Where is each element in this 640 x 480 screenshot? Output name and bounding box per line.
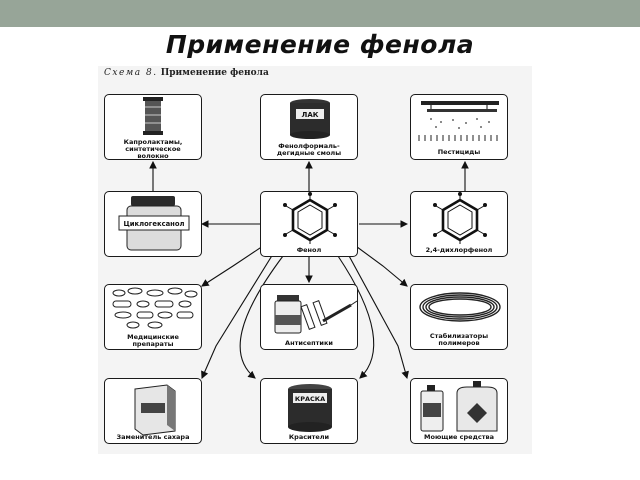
sugar-box-icon [134,384,176,436]
box-antiseptics: Антисептики [260,284,358,350]
detergent-bottles-icon [420,381,498,432]
pesticides-label: Пестициды [437,148,481,156]
cyclohexanol-jar-text: Циклогексанол [123,220,184,228]
box-caprolactam: Капролактамы, синтетическое волокно [104,94,202,160]
crop-duster-plane-icon [418,101,499,141]
box-dichlorophenol: 2,4-дихлорфенол [410,191,508,257]
benzene-ring-icon [283,192,337,244]
arrow-to-medicines [201,243,267,287]
box-pesticides: Пестициды [410,94,508,160]
scheme-arrows [149,160,469,380]
medicine-bottle-syringe-icon [274,295,357,334]
dyes-can-text: КРАСКА [295,395,325,403]
arrow-to-dyes-right [337,255,375,379]
phenol-label: Фенол [296,246,322,254]
stabilizers-label-1: Стабилизаторы [429,332,489,340]
medicines-label-2: препараты [132,340,174,348]
box-dyes: КРАСКА Красители [260,378,358,444]
box-stabilizers: Стабилизаторы полимеров [410,284,508,350]
pills-icon [112,287,198,329]
box-medicines: Медицинские препараты [104,284,202,350]
box-resins: ЛАК Фенолформаль- дегидные смолы [260,94,358,160]
scheme-caption-number: Схема 8. [104,68,158,78]
thread-spool-icon [143,97,163,135]
resins-jar-text: ЛАК [302,111,319,119]
box-sweetener: Заменитель сахара [104,378,202,444]
caprolactam-label-1: Капролактамы, [123,138,183,146]
arrow-to-detergents [347,253,409,380]
sweetener-label: Заменитель сахара [116,433,190,441]
stabilizers-label-2: полимеров [438,339,480,347]
antiseptics-label: Антисептики [285,339,333,347]
detergents-label: Моющие средства [424,433,494,441]
scheme-caption-title: Применение фенола [160,68,269,78]
dichlorophenol-label: 2,4-дихлорфенол [425,246,493,254]
box-phenol: Фенол [260,191,358,257]
medicines-label-1: Медицинские [127,333,179,341]
dyes-label: Красители [288,433,330,441]
box-cyclohexanol: Циклогексанол [104,191,202,257]
caprolactam-label-2: синтетическое [125,145,181,153]
resins-label-1: Фенолформаль- [278,142,340,150]
paint-can-icon: КРАСКА [288,384,332,432]
cyclohexanol-jar-icon: Циклогексанол [118,196,190,251]
slide-title: Применение фенола [165,30,475,59]
scheme-caption: Схема 8. Применение фенола [104,68,269,78]
slide-top-band [0,0,640,27]
arrow-to-sweetener [201,253,274,380]
hose-coil-icon [419,292,501,322]
resins-label-2: дегидные смолы [276,149,342,157]
varnish-jar-icon: ЛАК [290,99,330,139]
benzene-ring-icon [433,192,487,244]
caprolactam-label-3: волокно [137,152,169,160]
arrow-to-dyes-left [239,255,284,379]
arrow-to-stabilizers [352,243,408,287]
phenol-usage-scheme: Схема 8. Применение фенола [98,66,532,454]
box-detergents: Моющие средства [410,378,508,444]
